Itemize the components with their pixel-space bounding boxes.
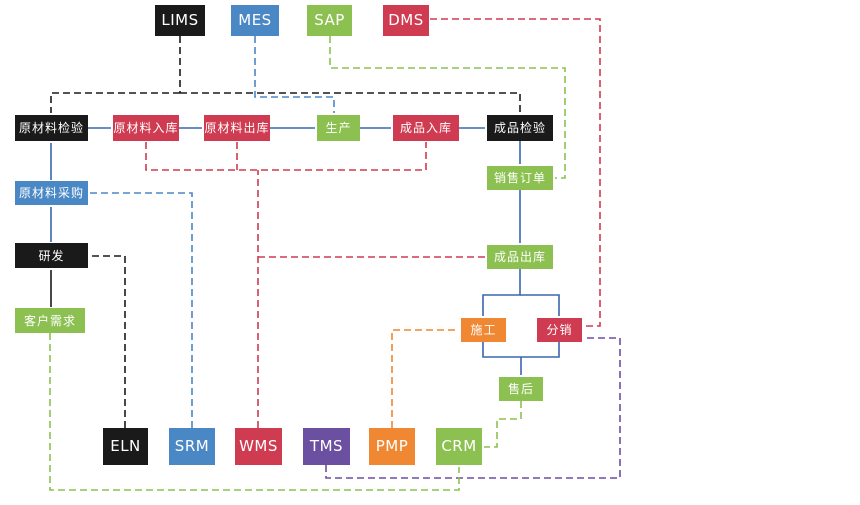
edge-lims-rawinspection [50, 92, 180, 113]
node-dms: DMS [383, 5, 429, 36]
node-lims: LIMS [155, 5, 205, 36]
edge-construction-distribution-join [482, 342, 560, 358]
edge-dms-distribution [430, 18, 601, 327]
node-raw-inspection: 原材料检验 [15, 115, 88, 141]
node-finished-outbound: 成品出库 [487, 245, 553, 269]
node-mes: MES [231, 5, 279, 36]
node-raw-outbound: 原材料出库 [204, 115, 270, 141]
edge-aftersales-crm [484, 401, 522, 448]
node-finished-inbound: 成品入库 [393, 115, 459, 141]
edge-srm-procurement [90, 192, 193, 428]
node-rnd: 研发 [15, 243, 88, 268]
node-wms: WMS [235, 428, 282, 465]
node-production: 生产 [317, 115, 360, 141]
node-raw-inbound: 原材料入库 [113, 115, 179, 141]
node-construction: 施工 [461, 318, 506, 342]
edge-mes-production [254, 36, 335, 113]
node-crm: CRM [436, 428, 482, 465]
node-pmp: PMP [369, 428, 415, 465]
node-sales-order: 销售订单 [487, 166, 553, 190]
edge-pmp-construction [391, 329, 459, 428]
node-srm: SRM [169, 428, 215, 465]
node-finished-inspection: 成品检验 [487, 115, 553, 141]
edge-customerdemand-crm [49, 333, 460, 491]
node-raw-procurement: 原材料采购 [15, 181, 88, 205]
edge-wms-inbound-outbound [145, 142, 427, 171]
node-tms: TMS [303, 428, 350, 465]
node-distribution: 分销 [537, 318, 582, 342]
edge-lims-finishedinspection [180, 92, 521, 113]
node-eln: ELN [103, 428, 148, 465]
node-after-sales: 售后 [499, 377, 543, 401]
edge-finishedoutbound-construction [482, 269, 521, 316]
node-customer-demand: 客户需求 [15, 308, 85, 333]
edge-finishedoutbound-distribution [520, 294, 560, 316]
edge-sap-salesorder [329, 36, 566, 179]
edge-eln-rnd [90, 255, 126, 428]
node-sap: SAP [307, 5, 352, 36]
